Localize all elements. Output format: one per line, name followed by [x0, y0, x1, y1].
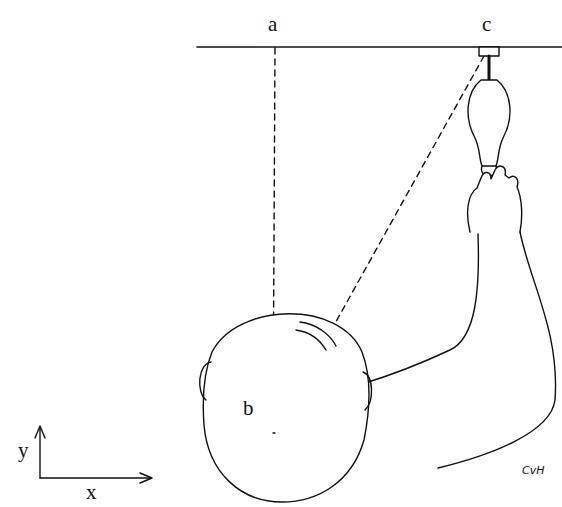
lamp-cord [488, 56, 491, 80]
ear [363, 372, 372, 410]
point-label: b [243, 398, 254, 419]
ear [200, 362, 211, 400]
arm-outline [438, 232, 556, 468]
hand [468, 166, 522, 232]
wall-line [197, 46, 562, 48]
hair-line [300, 322, 336, 346]
y-axis [39, 428, 40, 478]
axis-label: x [86, 482, 97, 503]
y-arrowhead [35, 426, 45, 438]
hair-line [296, 330, 326, 350]
point-label: a [268, 14, 277, 35]
axis-label: y [18, 440, 29, 461]
arm-outline [362, 234, 478, 384]
light-bulb [468, 80, 510, 166]
signature: CvH [522, 465, 544, 476]
x-arrowhead [140, 473, 152, 483]
point-label: c [482, 14, 491, 35]
head-center [273, 432, 275, 433]
head [203, 314, 369, 502]
x-axis [40, 477, 150, 478]
